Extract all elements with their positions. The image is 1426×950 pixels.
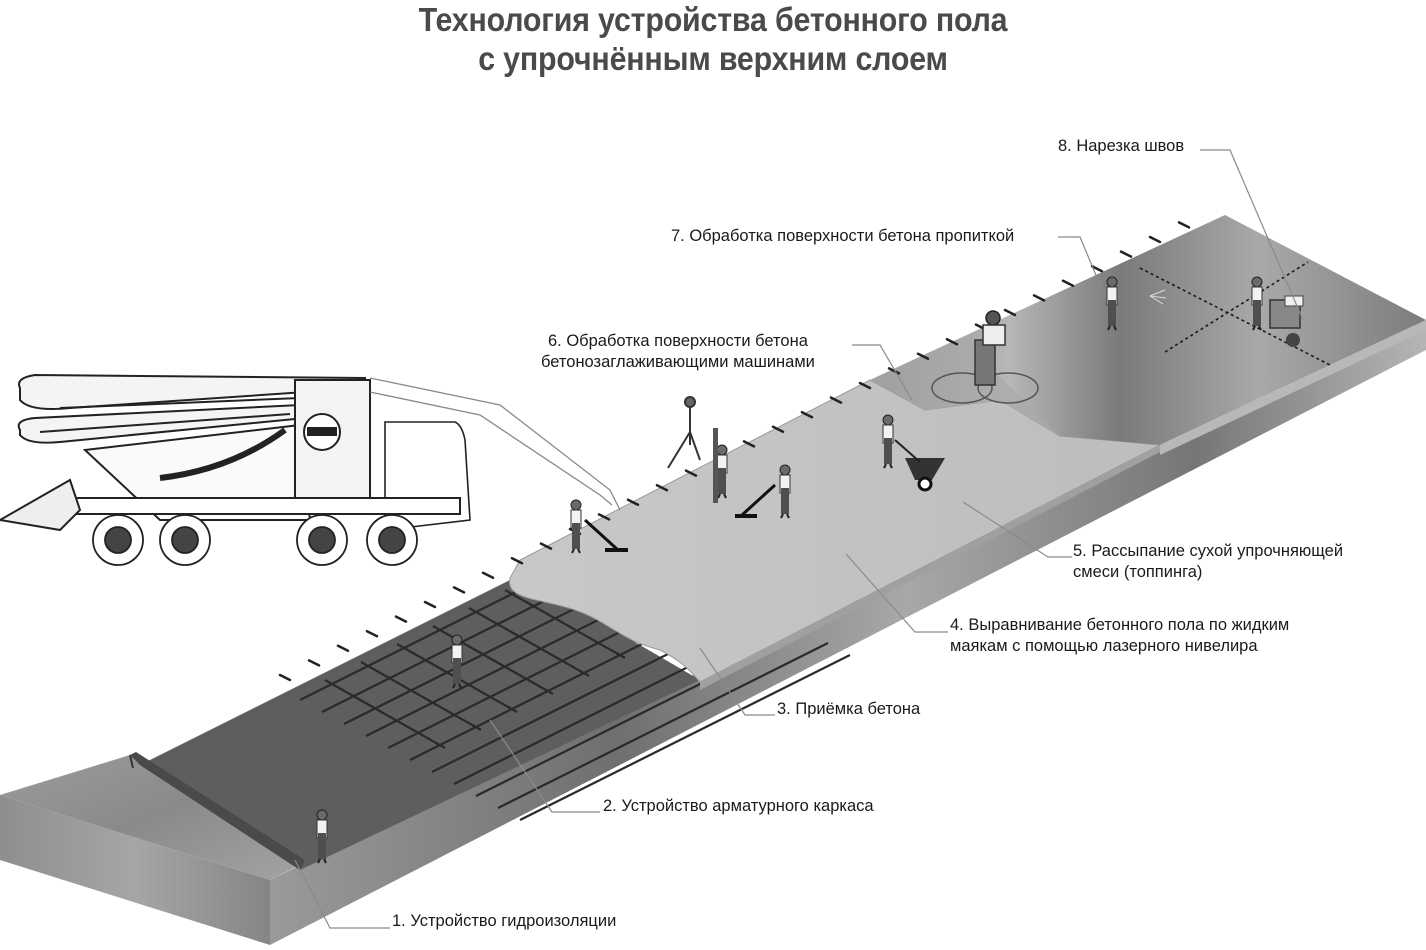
concrete-slab — [0, 320, 1426, 945]
leader-line-2 — [489, 719, 600, 813]
formwork-pin — [858, 381, 872, 390]
step-label-5-line-1: 5. Рассыпание сухой упрочняющей — [1073, 542, 1344, 560]
leader-lines — [294, 149, 1304, 929]
formwork-pin — [887, 367, 901, 375]
step-label-8: 8. Нарезка швов — [1058, 137, 1185, 155]
title-line-1: Технология устройства бетонного пола — [418, 1, 1008, 38]
leader-line-7 — [1058, 236, 1104, 293]
truck-wheels — [92, 514, 418, 566]
concrete-pump-truck-icon — [0, 373, 471, 566]
worker-icon — [451, 634, 463, 689]
formwork-pin — [1148, 235, 1162, 244]
step-label-7: 7. Обработка поверхности бетона пропитко… — [671, 227, 1015, 245]
formwork-pin — [597, 513, 611, 521]
step-label-2: 2. Устройство арматурного каркаса — [603, 797, 874, 815]
worker-icon — [716, 444, 728, 499]
formwork-pin — [336, 644, 350, 653]
formwork-pin — [800, 410, 814, 419]
formwork-pin — [684, 469, 698, 477]
title-line-2: с упрочнённым верхним слоем — [478, 40, 948, 77]
formwork-pin — [1177, 221, 1191, 229]
formwork-pin — [916, 352, 930, 361]
formwork-pin — [945, 337, 959, 346]
step-label-4-line-1: 4. Выравнивание бетонного пола по жидким — [950, 616, 1290, 634]
slab-base-top — [0, 755, 300, 880]
formwork-pins — [278, 221, 1191, 682]
step-label-6-line-1: 6. Обработка поверхности бетона — [548, 332, 808, 350]
worker-icon — [1106, 276, 1118, 331]
leader-line-4 — [845, 553, 948, 633]
step-label-4-line-2: маякам с помощью лазерного нивелира — [950, 637, 1258, 655]
power-trowel-icon — [931, 310, 1039, 404]
formwork-pin — [1003, 308, 1017, 317]
wheelbarrow-icon — [894, 439, 945, 492]
formwork-pin — [1119, 250, 1133, 258]
step-label-3: 3. Приёмка бетона — [777, 700, 921, 718]
formwork-pin — [539, 542, 553, 550]
waterproofing-layer — [129, 575, 700, 870]
step-label-5: 5. Рассыпание сухой упрочняющей смеси (т… — [1073, 541, 1343, 583]
step-label-1: 1. Устройство гидроизоляции — [392, 912, 617, 930]
screed-rake-1 — [583, 518, 628, 552]
formwork-pin — [742, 440, 756, 448]
formwork-pin — [829, 396, 843, 404]
mesh-bar — [519, 654, 851, 821]
step-label-5-line-2: смеси (топпинга) — [1073, 563, 1203, 581]
formwork-pin — [394, 615, 408, 623]
formwork-pin — [481, 571, 495, 580]
joint-cutter-icon — [1269, 295, 1304, 347]
worker-icon — [1251, 276, 1263, 331]
screed-rake-2 — [735, 483, 777, 518]
formwork-pin — [278, 673, 292, 682]
finished-concrete-layer — [870, 215, 1426, 455]
formwork-pin — [423, 600, 437, 609]
step-label-4: 4. Выравнивание бетонного пола по жидким… — [950, 615, 1289, 657]
leader-line-3 — [699, 647, 775, 716]
diagram-title: Технология устройства бетонного пола с у… — [57, 0, 1369, 78]
worker-icon — [882, 414, 894, 469]
formwork-pin — [626, 498, 640, 507]
worker-icon — [570, 499, 582, 554]
concrete-hose — [369, 377, 621, 511]
formwork-pin — [365, 629, 379, 638]
mesh-bar — [324, 679, 446, 749]
step-label-6-line-2: бетонозаглаживающими машинами — [541, 353, 815, 371]
formwork-pin — [1090, 264, 1104, 273]
leader-line-1 — [294, 859, 390, 929]
leader-line-8 — [1200, 149, 1304, 321]
formwork-pin — [771, 425, 785, 434]
leader-line-5 — [962, 501, 1072, 558]
mesh-bar — [497, 642, 829, 809]
step-label-6: 6. Обработка поверхности бетона бетоноза… — [541, 331, 815, 373]
formwork-pin — [1061, 279, 1075, 288]
laser-level-icon — [667, 396, 718, 503]
fresh-concrete-layer — [509, 379, 1162, 690]
leader-line-6 — [852, 344, 913, 401]
worker-icon — [316, 809, 328, 864]
sprayer-icon — [1149, 289, 1167, 305]
slab-side-face — [270, 320, 1426, 945]
slab-front-face — [0, 795, 270, 945]
mesh-bar — [360, 661, 482, 731]
workers — [316, 276, 1263, 864]
formwork-pin — [655, 483, 669, 492]
formwork-pin — [452, 586, 466, 594]
formwork-pin — [307, 659, 321, 667]
worker-icon — [779, 464, 791, 519]
formwork-pin — [510, 556, 524, 565]
formwork-pin — [1032, 294, 1046, 302]
mesh-bar — [504, 589, 626, 659]
mesh-bar — [468, 607, 590, 677]
